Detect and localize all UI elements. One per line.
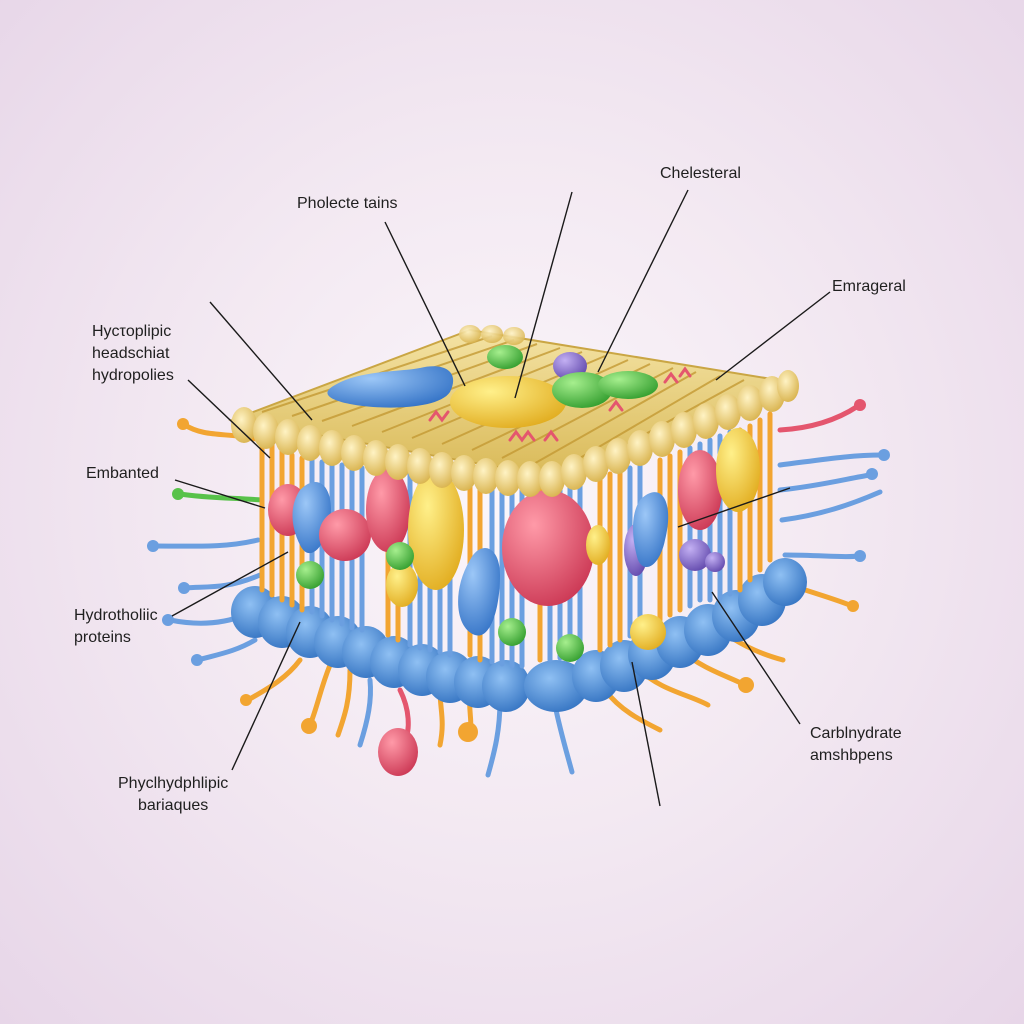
peripheral-proteins: [327, 345, 692, 443]
leader-hydrophilic-heads-2: [187, 379, 271, 459]
label-carbohydrate-line-1: Carblnydrate: [810, 725, 902, 742]
leader-hydrophobic-proteins: [171, 551, 289, 617]
leader-bilayer: [231, 621, 301, 771]
label-phospholipids: Pholecte tains: [297, 195, 398, 212]
leader-hydrophilic-heads: [209, 301, 313, 421]
label-phospholipid-bilayer-line-1: Phyclhydphlipic: [118, 775, 229, 792]
leader-center: [514, 191, 573, 399]
leader-embedded: [174, 479, 266, 509]
leader-bottom: [631, 661, 661, 807]
label-hydrophilic-heads-line-1: Hycτoplipic: [92, 323, 172, 340]
integral-proteins: [268, 428, 760, 662]
left-filaments: [147, 418, 265, 666]
label-embedded: Embanted: [86, 465, 159, 482]
label-phospholipid-bilayer: Phyclhydphlipic bariaques: [118, 773, 228, 817]
leader-carbohydrate: [711, 591, 801, 725]
leader-right-protein: [677, 487, 791, 528]
label-carbohydrate: Carblnydrate amshbpens: [810, 723, 902, 767]
bottom-filaments: [240, 627, 786, 778]
label-hydrophilic-heads-line-3: hydropolies: [92, 367, 174, 384]
label-emrageral: Emrageral: [832, 278, 906, 295]
lower-leaflet-heads: [231, 558, 807, 712]
leader-emrageral: [715, 291, 831, 381]
leader-cholesterol: [597, 189, 689, 373]
label-hydrophobic-proteins-line-1: Hydrotholiic: [74, 607, 158, 624]
label-phospholipid-bilayer-line-2: bariaques: [138, 797, 209, 814]
label-hydrophilic-heads: Hycτoplipic headschiat hydropolies: [92, 321, 174, 387]
leader-lines: [171, 189, 831, 807]
leader-phospholipids: [384, 221, 466, 387]
label-carbohydrate-line-2: amshbpens: [810, 747, 893, 764]
label-hydrophobic-proteins-line-2: proteins: [74, 629, 131, 646]
label-hydrophilic-heads-line-2: headschiat: [92, 345, 170, 362]
label-cholesterol: Chelesteral: [660, 165, 741, 182]
label-hydrophobic-proteins: Hydrotholiic proteins: [74, 605, 158, 649]
right-filaments: [777, 399, 890, 612]
